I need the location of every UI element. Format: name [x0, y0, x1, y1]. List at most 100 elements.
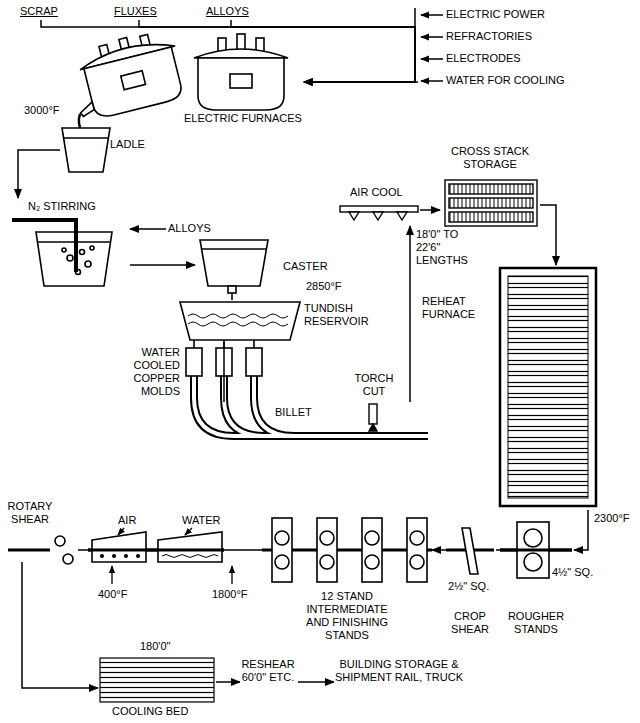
reheat-chamber [500, 268, 596, 506]
temperature-label: 2850°F [306, 280, 342, 293]
cutting-torch [369, 424, 377, 431]
rougher-stand [524, 529, 542, 547]
flow-connector [496, 549, 500, 551]
temperature-label: 400°F [98, 588, 127, 601]
node-text: ELECTRIC FURNACES [184, 112, 302, 125]
cooling-boxes [88, 532, 224, 562]
finishing-stands [362, 518, 382, 582]
alloy-input: ALLOYS [166, 221, 220, 237]
air-cooler: AIR COOL [336, 186, 420, 226]
finishing-stands: 12 STAND INTERMEDIATE AND FINISHING STAN… [262, 510, 432, 643]
leader-arrows [118, 528, 124, 535]
tilted-furnace [66, 27, 188, 123]
caster-ladle [200, 240, 268, 286]
tilted-furnace [121, 71, 146, 90]
stirring-vessel [80, 250, 85, 255]
supply-bus [415, 8, 443, 81]
input-label: FLUXES [112, 4, 166, 20]
cutting-torch [369, 404, 377, 424]
storage-rack [445, 180, 537, 226]
dimension-label: 4½" SQ. [552, 566, 593, 579]
rotary-shear: ROTARY SHEAR [2, 500, 78, 562]
flow-connector [304, 81, 418, 83]
node-text: ELECTRIC POWER [446, 8, 545, 21]
node-text: FLUXES [114, 5, 157, 18]
finishing-stands [365, 555, 379, 569]
air-cooling: AIR [88, 512, 146, 562]
leader-arrows [111, 566, 112, 584]
tundish: TUNDISH RESERVOIR [178, 300, 378, 342]
node-text: SCRAP [20, 5, 58, 18]
input-label: SCRAP [18, 4, 66, 20]
finishing-stands [320, 531, 334, 545]
tundish-vessel [188, 314, 288, 318]
node-text: WATER FOR COOLING [446, 74, 565, 87]
flow-connector [78, 549, 88, 551]
finishing-stands [365, 531, 379, 545]
crop-shear-blade [462, 528, 478, 574]
flow-connector [574, 510, 588, 550]
flow-connector [79, 126, 81, 128]
stirring-vessel [12, 220, 76, 272]
temperature-label: 1800°F [212, 588, 248, 601]
finishing-stands [272, 518, 427, 582]
rolling-line-bar [8, 549, 50, 552]
finishing-stands [410, 531, 424, 545]
node-text: 12 STAND INTERMEDIATE AND FINISHING STAN… [297, 590, 397, 642]
node-text: CROSS STACK STORAGE [445, 145, 535, 171]
leader-arrows [231, 566, 232, 584]
flow-connector [540, 205, 556, 265]
cooling-boxes [137, 555, 139, 557]
cooling-bed-grid [100, 658, 214, 702]
flow-connector [22, 562, 98, 688]
finishing-stands [272, 518, 292, 582]
cooling-bed: COOLING BED [98, 655, 216, 721]
reheat-chamber [508, 276, 588, 498]
cooling-boxes [88, 549, 224, 552]
node-text: ROTARY SHEAR [2, 500, 58, 526]
cooling-boxes [101, 555, 103, 557]
node-text: CASTER [283, 260, 328, 273]
copper-molds [186, 348, 202, 376]
tundish-vessel [180, 302, 300, 340]
rougher-stands: ROUGHER STANDS [500, 520, 574, 640]
node-text: ALLOYS [168, 222, 211, 235]
dimension-label: 180'0" [140, 640, 170, 653]
rougher-stand [524, 553, 542, 571]
finishing-stands [410, 555, 424, 569]
rougher-stand [500, 549, 572, 552]
flow-connector [420, 209, 440, 211]
node-text: ELECTRODES [446, 52, 521, 65]
upright-furnace [198, 58, 284, 110]
cooling-bed-grid [100, 658, 214, 702]
caster-ladle [202, 248, 266, 250]
supply-bus [414, 8, 416, 27]
flow-connector [298, 681, 334, 683]
supply-bus [421, 14, 443, 16]
stirring-vessel [85, 261, 91, 267]
cooling-boxes [158, 532, 222, 562]
torch-cutter: TORCH CUT [348, 372, 402, 400]
flow-connector [18, 150, 60, 198]
node-text: AIR [118, 514, 136, 527]
flow-connector [216, 681, 240, 683]
stirring-vessel [62, 248, 66, 252]
billet-strand: BILLET [180, 402, 432, 444]
node-text: ALLOYS [206, 5, 249, 18]
tundish-vessel [188, 322, 288, 326]
flow-connector [409, 226, 411, 402]
node-text: WATER [182, 514, 221, 527]
shipping-step: BUILDING STORAGE & SHIPMENT RAIL, TRUCK [334, 658, 466, 706]
tundish-vessel [180, 302, 300, 348]
flow-connector [224, 549, 262, 551]
air-cool-header [397, 212, 407, 220]
rotary-shear-rolls [55, 536, 65, 546]
supply-bus [421, 36, 443, 38]
cutting-torch [369, 404, 377, 431]
ladle: LADLE [60, 128, 152, 174]
ladle-vessel [62, 128, 110, 172]
node-text: TORCH CUT [348, 372, 400, 398]
cooling-boxes [162, 555, 218, 558]
node-text: REHEAT FURNACE [422, 295, 496, 321]
rolling-line-bar [500, 549, 572, 552]
